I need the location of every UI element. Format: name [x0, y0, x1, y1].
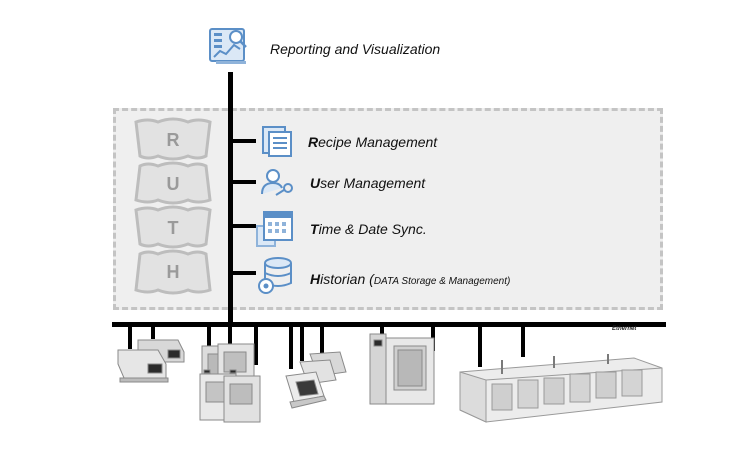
database-gear-icon — [256, 256, 296, 296]
equipment-bench-machines — [112, 334, 190, 386]
drop-line-8 — [320, 325, 324, 353]
drop-line-6 — [289, 325, 293, 369]
drop-line-1 — [128, 325, 132, 349]
module-label-time: Time & Date Sync. — [310, 221, 427, 237]
drop-line-2 — [151, 325, 155, 339]
branch-user — [230, 180, 256, 184]
module-label-historian: Historian (DATA Storage & Management) — [310, 271, 511, 287]
drop-line-7 — [300, 325, 304, 361]
ruth-piece-r — [134, 117, 212, 161]
module-label-user: User Management — [310, 175, 426, 191]
ruth-letter-r: R — [167, 130, 180, 150]
drop-line-11 — [478, 325, 482, 367]
drop-line-4 — [228, 325, 232, 345]
main-trunk-line — [228, 72, 233, 326]
equipment-terminals — [282, 350, 350, 412]
ruth-piece-t — [134, 205, 212, 249]
ruth-letter-u: U — [167, 174, 180, 194]
reporting-icon — [208, 27, 254, 67]
branch-time — [230, 224, 256, 228]
ruth-piece-u — [134, 161, 212, 205]
ethernet-bus-line — [112, 322, 666, 327]
equipment-packaging-line — [458, 350, 664, 426]
branch-historian — [230, 271, 256, 275]
equipment-cabinet-units — [196, 340, 264, 426]
drop-line-5 — [254, 325, 258, 365]
reporting-label: Reporting and Visualization — [270, 41, 441, 57]
equipment-large-cabinet — [366, 330, 440, 408]
ruth-stack: R U T H — [128, 116, 218, 300]
drop-line-12 — [521, 325, 525, 357]
ruth-letter-h: H — [167, 262, 180, 282]
ruth-piece-h — [134, 249, 212, 295]
user-key-icon — [260, 166, 294, 198]
calendar-clock-icon — [256, 208, 296, 248]
ruth-letter-t: T — [168, 218, 179, 238]
branch-recipe — [230, 139, 256, 143]
module-label-recipe: Recipe Management — [308, 134, 438, 150]
recipe-document-icon — [260, 124, 294, 158]
drop-line-3 — [207, 325, 211, 353]
ethernet-label: Ethernet — [612, 326, 637, 332]
